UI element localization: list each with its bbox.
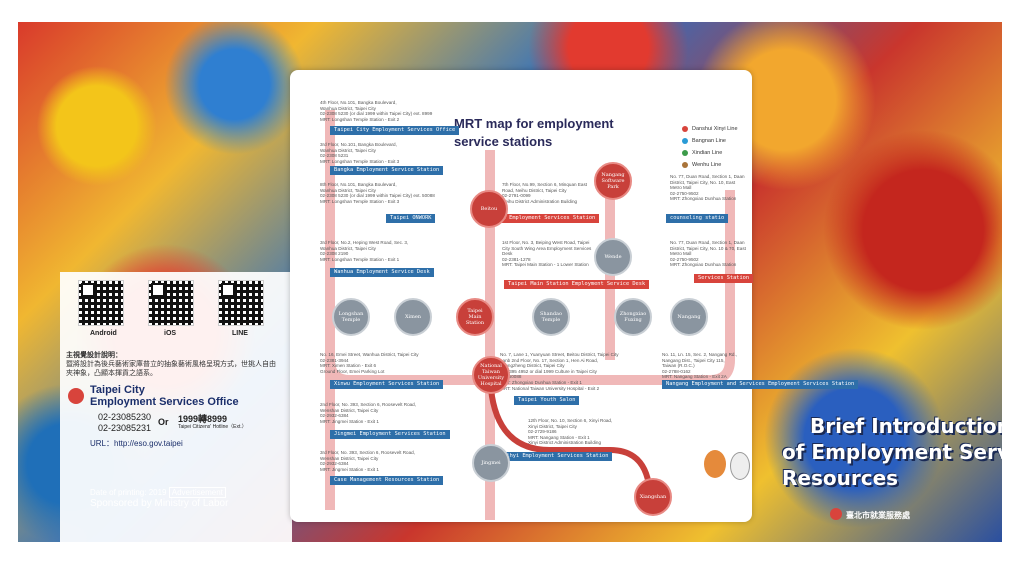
cover-title-line3: Resources: [782, 466, 899, 490]
info-case-management: 3rd Floor, No. 393, Section 6, Roosevelt…: [320, 450, 415, 472]
info-bangka: 3rd Floor, No.101, Bangka Boulevard, Wan…: [320, 142, 400, 164]
legend-wenhu: Wenhu Line: [682, 162, 721, 168]
qr-label-ios: iOS: [164, 330, 177, 337]
map-title-line2: service stations: [454, 134, 553, 149]
station-jingmei[interactable]: Jingmei: [472, 444, 510, 482]
bar-xinwu[interactable]: Xinwu Employment Services Station: [330, 380, 444, 389]
left-info-panel: Android iOS LINE 主視覺設計說明： 暨將設計為後兵藝術家庫普立的…: [60, 272, 292, 542]
info-ximen: No. 16, Emei Street, Wanhua District, Ta…: [320, 352, 419, 374]
office-name-line2: Employment Services Office: [90, 396, 239, 408]
qr-code-ios[interactable]: [148, 280, 194, 326]
bar-jingmei[interactable]: Jingmei Employment Services Station: [330, 430, 450, 439]
station-nangang-software-park[interactable]: Nangang Software Park: [594, 162, 632, 200]
office-name-line1: Taipei City: [90, 384, 145, 396]
cover-org-name: 臺北市就業服務處: [846, 511, 910, 520]
mascot-icon: [730, 452, 750, 480]
phone-or: Or: [158, 417, 169, 427]
info-jingmei: 2nd Floor, No. 393, Section 6, Roosevelt…: [320, 402, 417, 424]
cover-title-line2: of Employment Service: [782, 440, 1002, 464]
bar-main-station[interactable]: Taipei Main Station Employment Service D…: [504, 280, 650, 289]
qr-code-android[interactable]: [78, 280, 124, 326]
print-date: Date of printing: 2019 Advertisement: [90, 487, 226, 498]
info-taipei-office: 4th Floor, No.101, Bangka Boulevard, Wan…: [320, 100, 433, 122]
legend-xindian: Xindian Line: [682, 150, 722, 156]
legend-bangnan: Bangnan Line: [682, 138, 726, 144]
bar-counseling[interactable]: counseling statio: [666, 214, 729, 223]
bar-onwork[interactable]: Taipei ONWORK: [386, 214, 436, 223]
info-ntuh: No. 7, Lane 1, Yuanyuan Street, Beitou D…: [500, 352, 619, 391]
bar-wanhua[interactable]: Wanhua Employment Service Desk: [330, 268, 434, 277]
station-ximen[interactable]: Ximen: [394, 298, 432, 336]
bar-shihyi[interactable]: Shihyi Employment Services Station: [496, 452, 613, 461]
mrt-map-panel: MRT map for employment service stations …: [290, 70, 859, 522]
bar-nangang[interactable]: Nangang Employment and Services Employme…: [662, 380, 859, 389]
bar-bangka[interactable]: Bangka Employment Service Station: [330, 166, 444, 175]
station-shandao-temple[interactable]: Shandao Temple: [532, 298, 570, 336]
legend-danshui-xinyi: Danshui Xinyi Line: [682, 126, 738, 132]
citizen-hotline-label: Taipei Citizens' Hotline（Ext.）: [178, 424, 247, 430]
brochure-spread: Android iOS LINE 主視覺設計說明： 暨將設計為後兵藝術家庫普立的…: [18, 22, 1002, 542]
info-wanhua: 3rd Floor, No.2, Heping West Road, Sec. …: [320, 240, 409, 262]
phone-number-1: 02-23085230: [98, 412, 152, 422]
info-counseling: No. 77, Duan Road, Section 1, Daan Distr…: [670, 174, 745, 202]
info-onwork: 8th Floor, No.101, Bangka Boulevard, Wan…: [320, 182, 435, 204]
phone-number-2: 02-23085231: [98, 423, 152, 433]
office-logo-icon: [68, 388, 84, 404]
station-xiangshan[interactable]: Xiangshan: [634, 478, 672, 516]
mascot-icon: [704, 450, 726, 478]
bar-taipei-office[interactable]: Taipei City Employment Services Office: [330, 126, 460, 135]
design-credit-heading: 主視覺設計說明：: [66, 352, 122, 359]
info-main-station: 1st Floor, No. 3, Beiping West Road, Tai…: [502, 240, 592, 268]
station-longshan-temple[interactable]: Longshan Temple: [332, 298, 370, 336]
bar-case-management[interactable]: Case Management Resources Station: [330, 476, 444, 485]
station-nangang[interactable]: Nangang: [670, 298, 708, 336]
info-neihu: 7th Floor, No.99, Section 6, Minquan Eas…: [502, 182, 588, 204]
cover-title-line1: Brief Introduction: [810, 414, 1002, 438]
qr-label-android: Android: [90, 330, 117, 337]
office-url-link[interactable]: URL：http://eso.gov.taipei: [90, 439, 183, 448]
design-description: 暨將設計為後兵藝術家庫普立的抽象藝術風格呈現方式，世挑人自由夾神象，凸顯本揮貢之…: [66, 361, 276, 377]
station-beitou[interactable]: Beitou: [470, 190, 508, 228]
bar-neihu[interactable]: Neihu Employment Services Station: [486, 214, 600, 223]
citizen-hotline-number: 1999轉8999: [178, 414, 228, 424]
bar-youth-salon[interactable]: Taipei Youth Salon: [514, 396, 580, 405]
info-nangang: No. 11, Ln. 15, Sec. 2, Nangang Rd., Nan…: [662, 352, 737, 380]
info-shihyi: 12th Floor, No. 10, Section 6, Xinyi Roa…: [528, 418, 613, 446]
station-ntuh[interactable]: National Taiwan University Hospital: [472, 356, 510, 394]
bar-services-station[interactable]: Services Station: [694, 274, 754, 283]
org-logo-icon: [830, 508, 842, 520]
qr-code-line[interactable]: [218, 280, 264, 326]
station-zhongxiao-fuxing[interactable]: Zhongxiao Fuxing: [614, 298, 652, 336]
qr-label-line: LINE: [232, 330, 248, 337]
info-services-station: No. 77, Duan Road, Section 1, Daan Distr…: [670, 240, 746, 268]
advertisement-badge: Advertisement: [168, 487, 226, 498]
map-title-line1: MRT map for employment: [454, 116, 614, 131]
sponsor-text: Sponsored by Ministry of Labor: [90, 498, 229, 509]
station-wende[interactable]: Wende: [594, 238, 632, 276]
station-taipei-main[interactable]: Taipei Main Station: [456, 298, 494, 336]
